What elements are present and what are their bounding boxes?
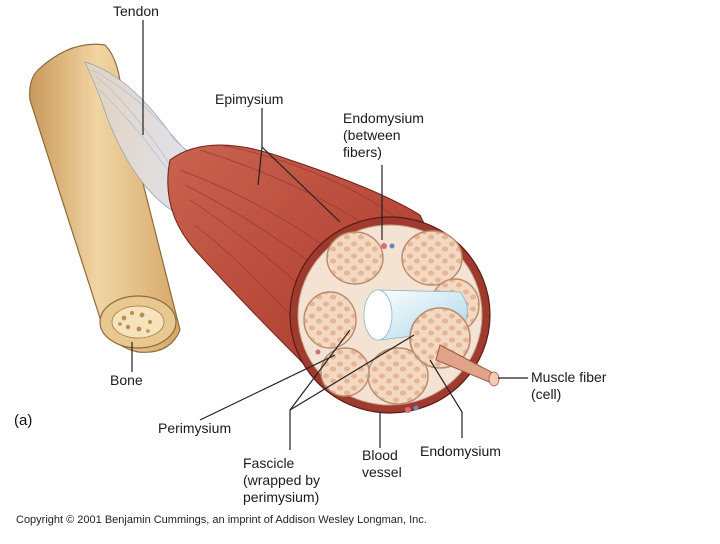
leader-lines bbox=[131, 20, 528, 450]
copyright-text: Copyright © 2001 Benjamin Cummings, an i… bbox=[16, 514, 427, 526]
fascicle-label: Fascicle (wrapped by perimysium) bbox=[243, 455, 321, 505]
bone bbox=[29, 43, 181, 353]
cross-section bbox=[289, 216, 491, 414]
perimysium-label: Perimysium bbox=[158, 420, 232, 436]
panel-tag: (a) bbox=[14, 412, 33, 429]
endomysium-top-label: Endomysium (between fibers) bbox=[343, 110, 424, 160]
tendon-label: Tendon bbox=[113, 3, 159, 19]
endomysium-bottom-label: Endomysium bbox=[420, 443, 501, 459]
bone-label: Bone bbox=[110, 372, 143, 388]
blood-vessel-label: Blood vessel bbox=[362, 447, 402, 480]
epimysium-label: Epimysium bbox=[215, 91, 284, 107]
muscle-fiber-label: Muscle fiber (cell) bbox=[531, 369, 607, 402]
